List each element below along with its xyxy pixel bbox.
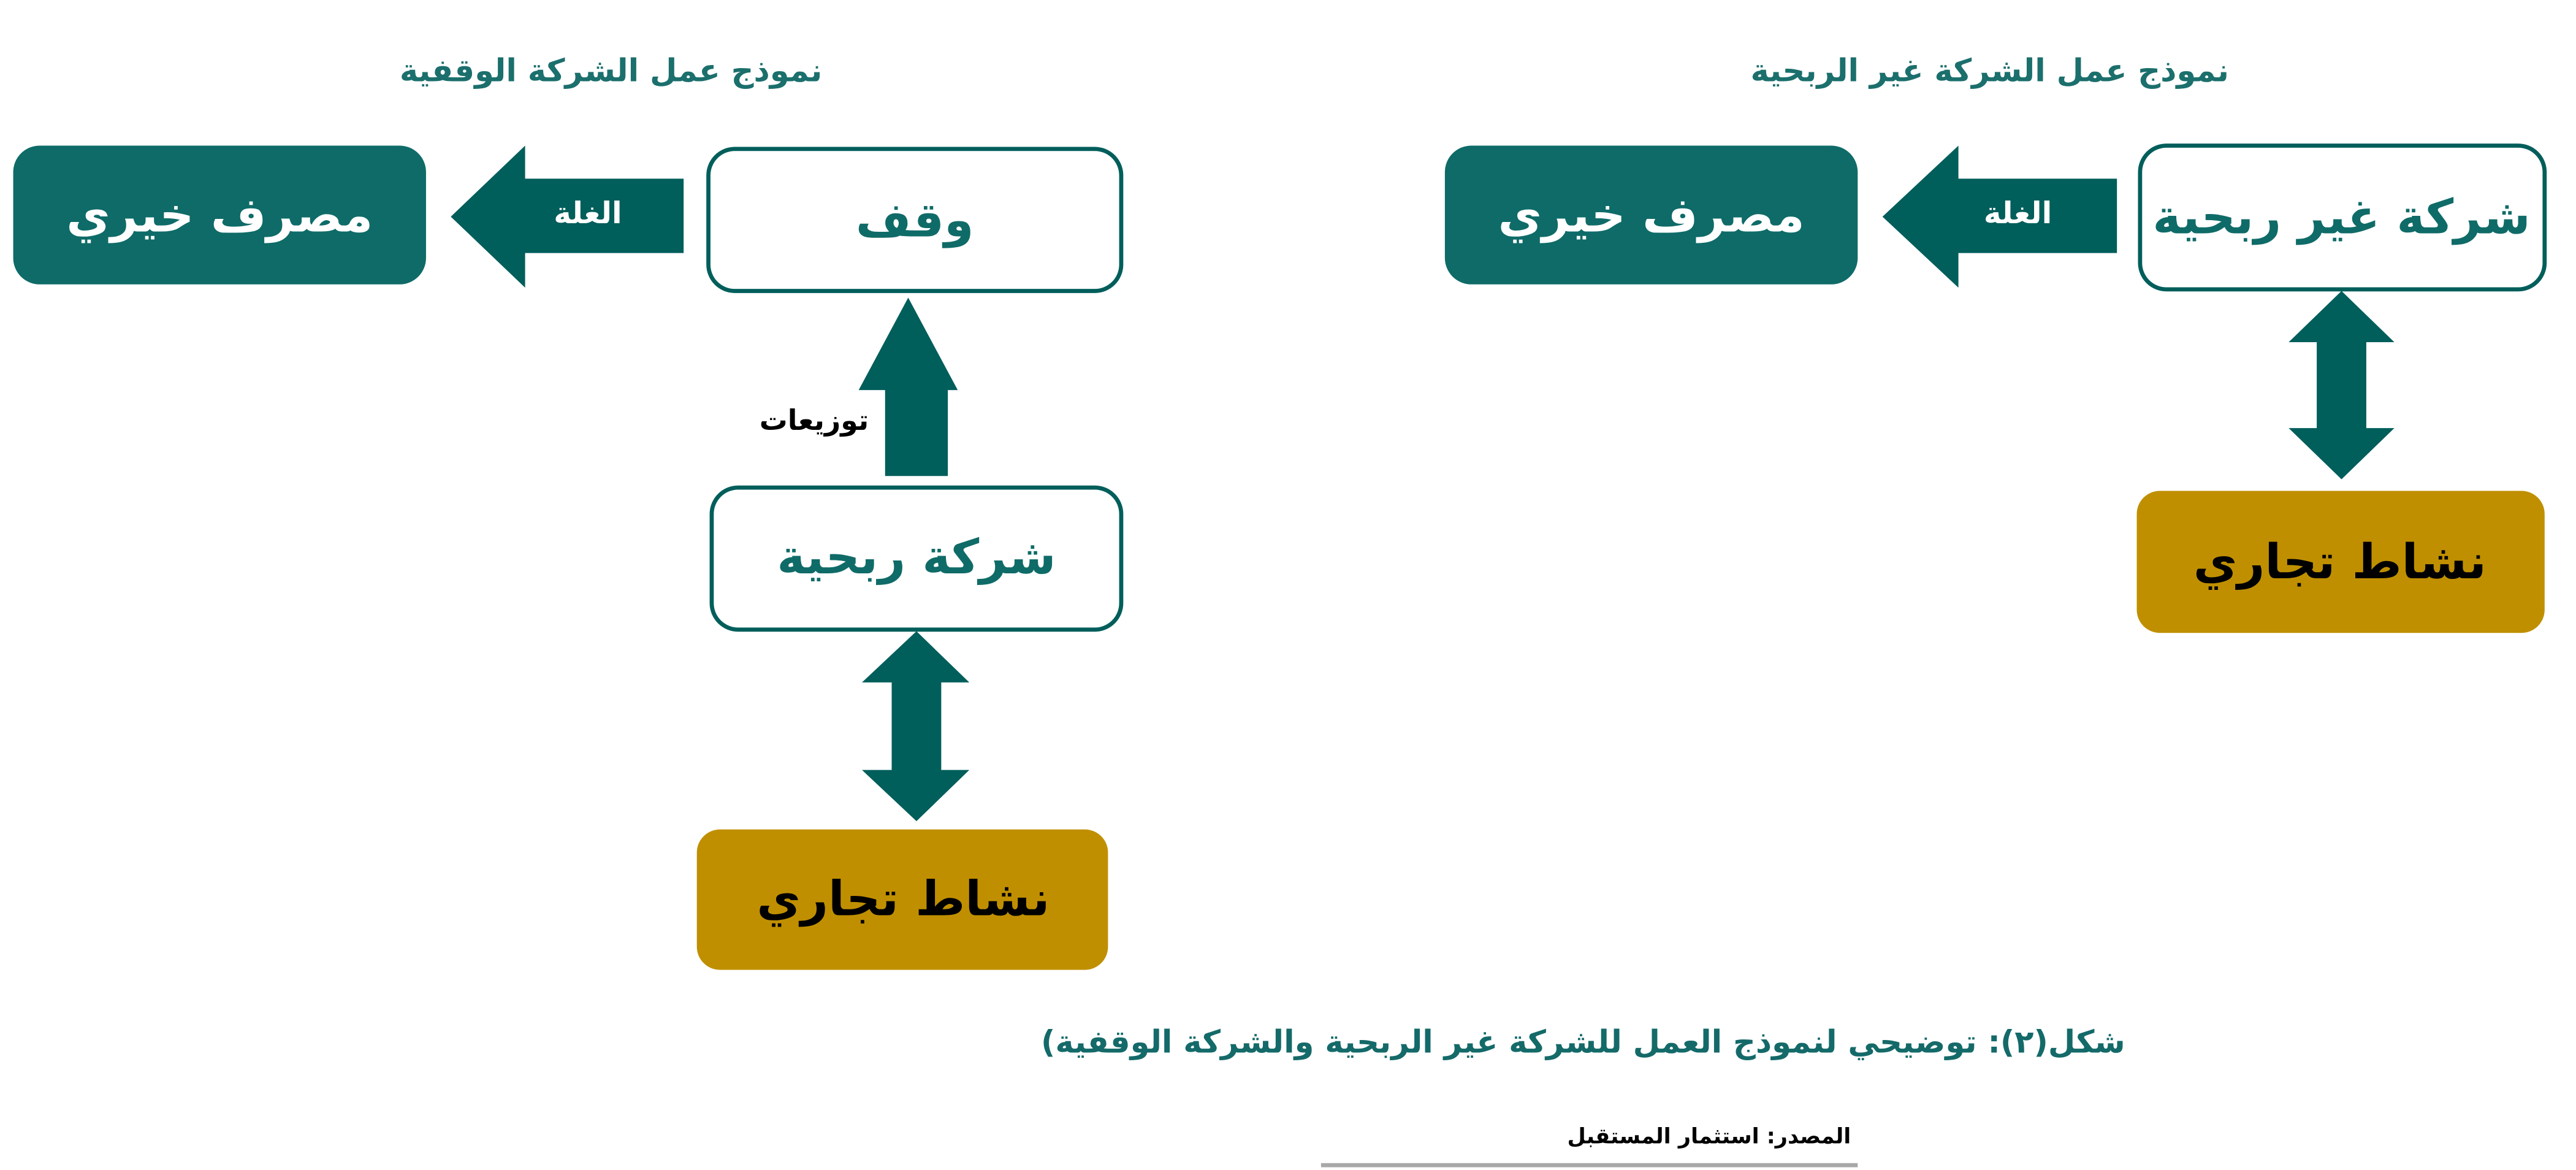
waqf-box [706,147,1124,293]
right-model-title: نموذج عمل الشركة غير الربحية [1751,53,2229,89]
right-double-arrow [2288,291,2395,480]
left-yield-label: الغلة [554,196,622,231]
nonprofit-company-box [2138,143,2547,292]
right-commercial-activity-box [2136,491,2545,633]
right-yield-label: الغلة [1984,196,2052,231]
right-model: نموذج عمل الشركة غير الربحية مصرف خيري ا… [1444,53,2547,633]
figure-caption: شكل(٢): توضيحي لنموذج العمل للشركة غير ا… [1041,1024,2125,1060]
right-charity-box [1444,145,1858,285]
left-commercial-activity-label: نشاط تجاري [756,871,1050,927]
waqf-label: وقف [856,193,974,248]
source-underline-divider [1320,1163,1858,1168]
left-charity-label: مصرف خيري [66,188,373,243]
left-charity-box [13,145,426,285]
right-commercial-activity-label: نشاط تجاري [2193,534,2486,590]
left-model-title: نموذج عمل الشركة الوقفية [400,53,822,89]
left-model: نموذج عمل الشركة الوقفية مصرف خيري الغلة… [13,53,1124,970]
figure-source: المصدر: استثمار المستقبل [1567,1124,1851,1149]
distributions-label: توزيعات [760,403,869,437]
profit-company-box [709,485,1124,632]
left-yield-arrow [451,145,684,288]
distributions-up-arrow [858,297,958,476]
profit-company-label: شركة ربحية [777,529,1056,585]
left-commercial-activity-box [696,829,1108,970]
nonprofit-company-label: شركة غير ربحية [2152,189,2530,245]
left-double-arrow [862,631,970,822]
right-charity-label: مصرف خيري [1498,188,1804,243]
right-yield-arrow [1882,145,2117,288]
